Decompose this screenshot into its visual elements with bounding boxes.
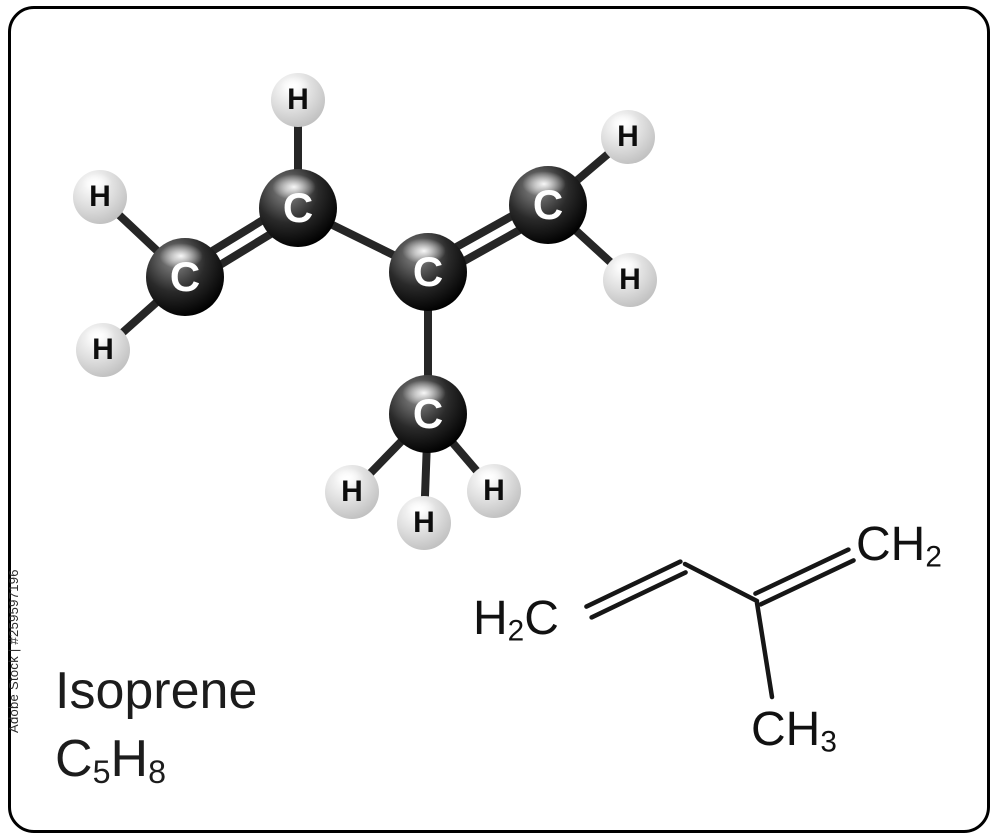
skeletal-bond-3 bbox=[754, 600, 775, 700]
atom-symbol: H bbox=[92, 333, 114, 366]
skeletal-label-ch3: CH3 bbox=[751, 703, 837, 759]
atom-h1: H bbox=[271, 73, 325, 127]
atom-symbol: H bbox=[89, 180, 111, 213]
atom-symbol: H bbox=[483, 474, 505, 507]
skeletal-bond-0 bbox=[584, 559, 683, 609]
atom-symbol: H bbox=[617, 120, 639, 153]
atom-h5: H bbox=[603, 253, 657, 307]
image-border bbox=[8, 6, 990, 833]
skeletal-label-h2c: H2C bbox=[473, 592, 559, 648]
atom-symbol: H bbox=[287, 83, 309, 116]
atom-symbol: C bbox=[412, 248, 444, 295]
atom-symbol: H bbox=[413, 506, 435, 539]
atom-symbol: H bbox=[341, 475, 363, 508]
skeletal-bond-2 bbox=[753, 547, 851, 596]
atom-symbol: C bbox=[532, 181, 564, 228]
molecule-formula: C5H8 bbox=[55, 730, 166, 791]
skeletal-bond-2 bbox=[758, 558, 856, 607]
skeletal-bond-1 bbox=[682, 561, 760, 604]
atom-symbol: H bbox=[619, 263, 641, 296]
molecule-name: Isoprene bbox=[55, 662, 258, 720]
skeletal-label-ch2: CH2 bbox=[856, 518, 942, 574]
atom-symbol: C bbox=[412, 390, 444, 437]
atom-symbol: C bbox=[169, 253, 201, 300]
skeletal-bond-0 bbox=[589, 570, 688, 620]
atom-symbol: C bbox=[282, 184, 314, 231]
